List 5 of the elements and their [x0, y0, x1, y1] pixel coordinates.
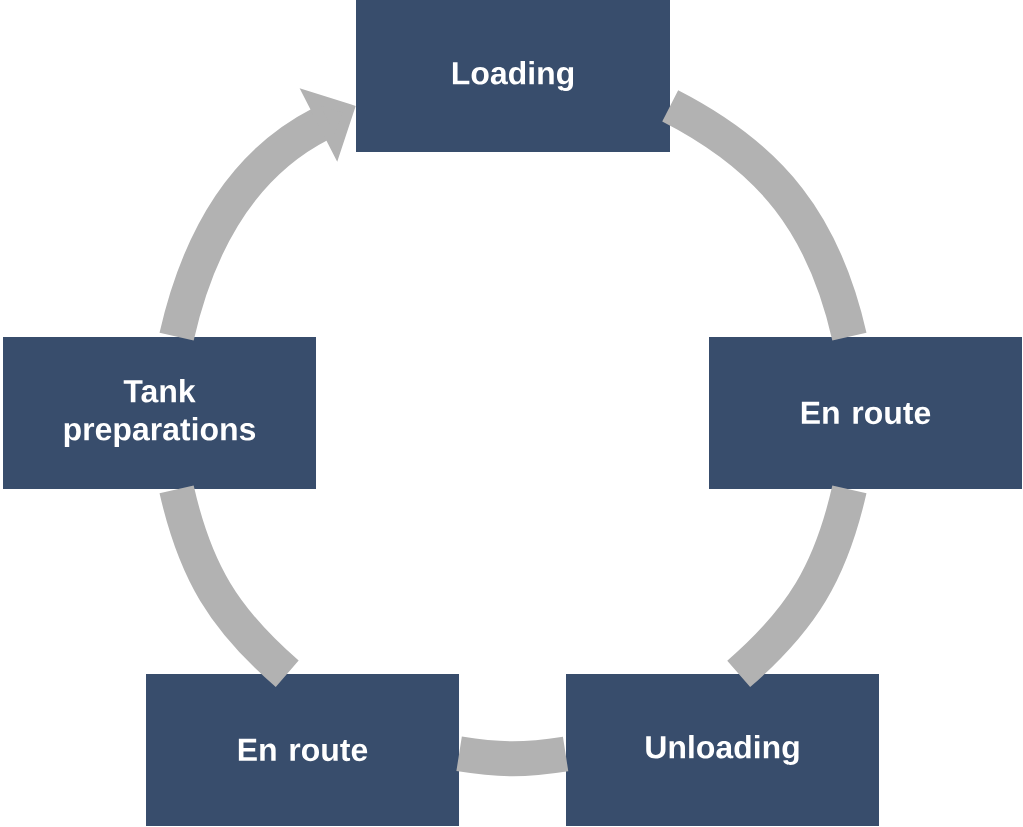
step-box: Tank preparations	[3, 337, 316, 489]
step-box: En route	[709, 337, 1022, 489]
step-box: Loading	[356, 0, 670, 152]
step-box: Unloading	[566, 674, 879, 826]
step-box: En route	[146, 674, 459, 826]
